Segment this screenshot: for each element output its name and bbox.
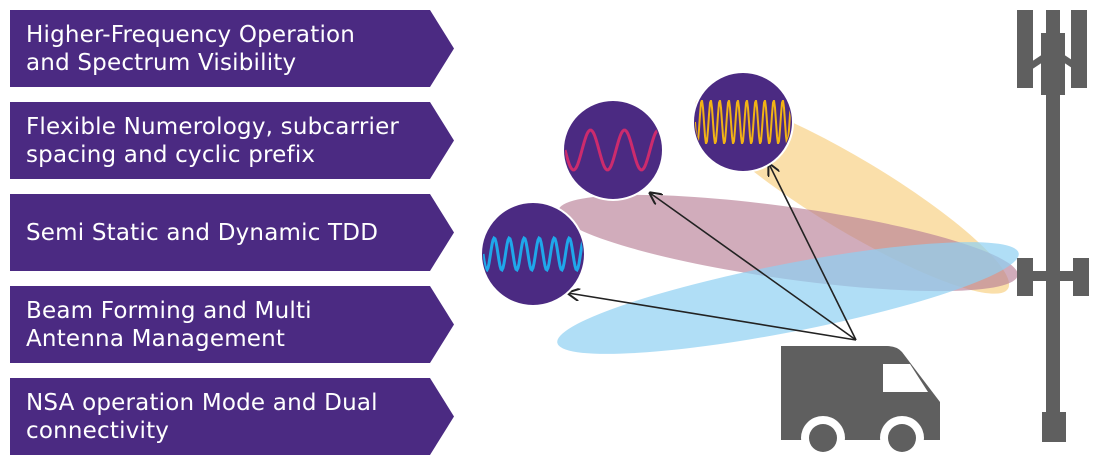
feature-label: Beam Forming and Multi Antenna Managemen… bbox=[26, 297, 312, 352]
feature-label: Flexible Numerology, subcarrier spacing … bbox=[26, 113, 400, 168]
signal-wave-icon-pink bbox=[562, 99, 664, 201]
feature-higher-frequency: Higher-Frequency Operation and Spectrum … bbox=[10, 10, 454, 87]
beam-blue bbox=[557, 242, 1019, 354]
signal-wave-icon-blue bbox=[480, 201, 586, 307]
signal-arrows bbox=[568, 164, 857, 341]
truck-icon bbox=[781, 346, 940, 460]
feature-label: Semi Static and Dynamic TDD bbox=[26, 219, 379, 246]
arrow-to-yellow bbox=[769, 164, 857, 341]
arrow-to-pink bbox=[650, 193, 857, 341]
signal-wave-icon-yellow bbox=[692, 71, 794, 173]
feature-tdd: Semi Static and Dynamic TDD bbox=[10, 194, 454, 271]
feature-nsa-dual-connectivity: NSA operation Mode and Dual connectivity bbox=[10, 378, 454, 455]
network-scene bbox=[480, 10, 1089, 460]
feature-beam-forming: Beam Forming and Multi Antenna Managemen… bbox=[10, 286, 454, 363]
feature-list: Higher-Frequency Operation and Spectrum … bbox=[0, 0, 460, 462]
arrow-to-blue bbox=[568, 293, 857, 341]
feature-flexible-numerology: Flexible Numerology, subcarrier spacing … bbox=[10, 102, 454, 179]
feature-label: Higher-Frequency Operation and Spectrum … bbox=[26, 21, 356, 76]
cell-tower-icon bbox=[1017, 10, 1089, 442]
feature-label: NSA operation Mode and Dual connectivity bbox=[26, 389, 378, 444]
